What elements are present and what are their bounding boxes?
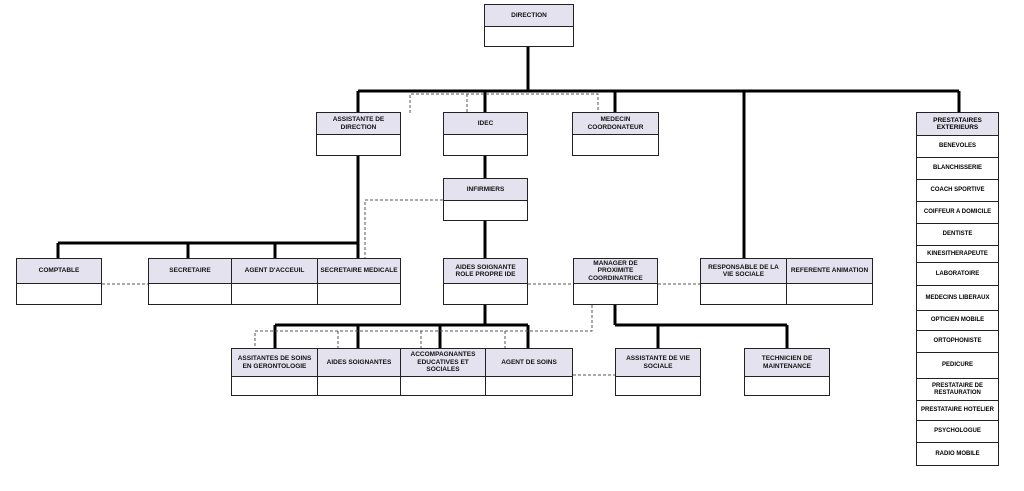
box-manager-proximite: MANAGER DE PROXIMITE COORDINATRICE (573, 258, 658, 305)
box-aides-soignantes: AIDES SOIGNANTES (317, 348, 401, 396)
box-assistantes-soins-gerontologie: ASSITANTES DE SOINS EN GERONTOLOGIE (231, 348, 318, 396)
box-secretaire: SECRETAIRE (148, 258, 232, 305)
box-idec: IDEC (443, 112, 528, 156)
prestataires-title: PRESTATAIRES EXTERIEURS (917, 113, 998, 136)
box-aides-soignante-role-propre-label: AIDES SOIGNANTE ROLE PROPRE IDE (444, 259, 527, 284)
box-technicien-maintenance-label: TECHNICIEN DE MAINTENANCE (745, 349, 829, 377)
box-assistante-vie-sociale: ASSISTANTE DE VIE SOCIALE (615, 348, 701, 396)
box-responsable-vie-sociale: RESPONSABLE DE LA VIE SOCIALE (700, 258, 787, 305)
box-infirmiers-label: INFIRMIERS (444, 179, 527, 201)
box-responsable-vie-sociale-label: RESPONSABLE DE LA VIE SOCIALE (701, 259, 786, 284)
prestataire-item: BLANCHISSERIE (917, 158, 998, 180)
box-idec-label: IDEC (444, 113, 527, 135)
box-comptable: COMPTABLE (16, 258, 102, 305)
box-direction: DIRECTION (484, 4, 574, 47)
box-agent-de-soins: AGENT DE SOINS (485, 348, 573, 396)
box-comptable-label: COMPTABLE (17, 259, 101, 284)
box-manager-proximite-label: MANAGER DE PROXIMITE COORDINATRICE (574, 259, 657, 284)
box-secretaire-medicale-label: SECRETAIRE MEDICALE (318, 259, 400, 284)
box-accompagnants-educatives: ACCOMPAGNANTES EDUCATIVES ET SOCIALES (400, 348, 486, 396)
box-agent-accueil-label: AGENT D'ACCEUIL (232, 259, 317, 284)
prestataire-item: LABORATOIRE (917, 263, 998, 286)
prestataire-item: DENTISTE (917, 224, 998, 246)
prestataire-item: MEDECINS LIBERAUX (917, 286, 998, 311)
box-assistante-direction-label: ASSISTANTE DE DIRECTION (317, 113, 400, 135)
box-medecin-coordonateur-label: MEDECIN COORDONATEUR (573, 113, 658, 135)
box-assistante-vie-sociale-label: ASSISTANTE DE VIE SOCIALE (616, 349, 700, 377)
prestataire-item: COACH SPORTIVE (917, 180, 998, 202)
box-medecin-coordonateur: MEDECIN COORDONATEUR (572, 112, 659, 156)
box-infirmiers: INFIRMIERS (443, 178, 528, 221)
prestataire-item: ORTOPHONISTE (917, 331, 998, 353)
prestataire-item: PRESTATAIRE HOTELIER (917, 401, 998, 421)
box-direction-label: DIRECTION (485, 5, 573, 27)
box-assistantes-soins-gerontologie-label: ASSITANTES DE SOINS EN GERONTOLOGIE (232, 349, 317, 377)
prestataire-item: RADIO MOBILE (935, 450, 980, 457)
box-aides-soignante-role-propre: AIDES SOIGNANTE ROLE PROPRE IDE (443, 258, 528, 305)
box-secretaire-label: SECRETAIRE (149, 259, 231, 284)
prestataire-item: OPTICIEN MOBILE (917, 311, 998, 331)
prestataire-item: BENEVOLES (917, 136, 998, 158)
box-referente-animation: REFERENTE ANIMATION (786, 258, 873, 305)
box-agent-de-soins-label: AGENT DE SOINS (486, 349, 572, 377)
box-assistante-direction: ASSISTANTE DE DIRECTION (316, 112, 401, 156)
box-agent-accueil: AGENT D'ACCEUIL (231, 258, 318, 305)
box-technicien-maintenance: TECHNICIEN DE MAINTENANCE (744, 348, 830, 396)
prestataire-item: PEDICURE (917, 353, 998, 379)
box-aides-soignantes-label: AIDES SOIGNANTES (318, 349, 400, 377)
box-referente-animation-label: REFERENTE ANIMATION (787, 259, 872, 284)
prestataire-item: PSYCHOLOGUE (917, 421, 998, 443)
prestataire-item: COIFFEUR A DOMICILE (917, 202, 998, 224)
prestataire-item: KINESITHERAPEUTE (917, 246, 998, 263)
prestataire-item: PRESTATAIRE DE RESTAURATION (917, 379, 998, 401)
prestataires-exterieurs-list: PRESTATAIRES EXTERIEURS BENEVOLES BLANCH… (916, 112, 999, 466)
box-accompagnants-educatives-label: ACCOMPAGNANTES EDUCATIVES ET SOCIALES (401, 349, 485, 377)
box-secretaire-medicale: SECRETAIRE MEDICALE (317, 258, 401, 305)
